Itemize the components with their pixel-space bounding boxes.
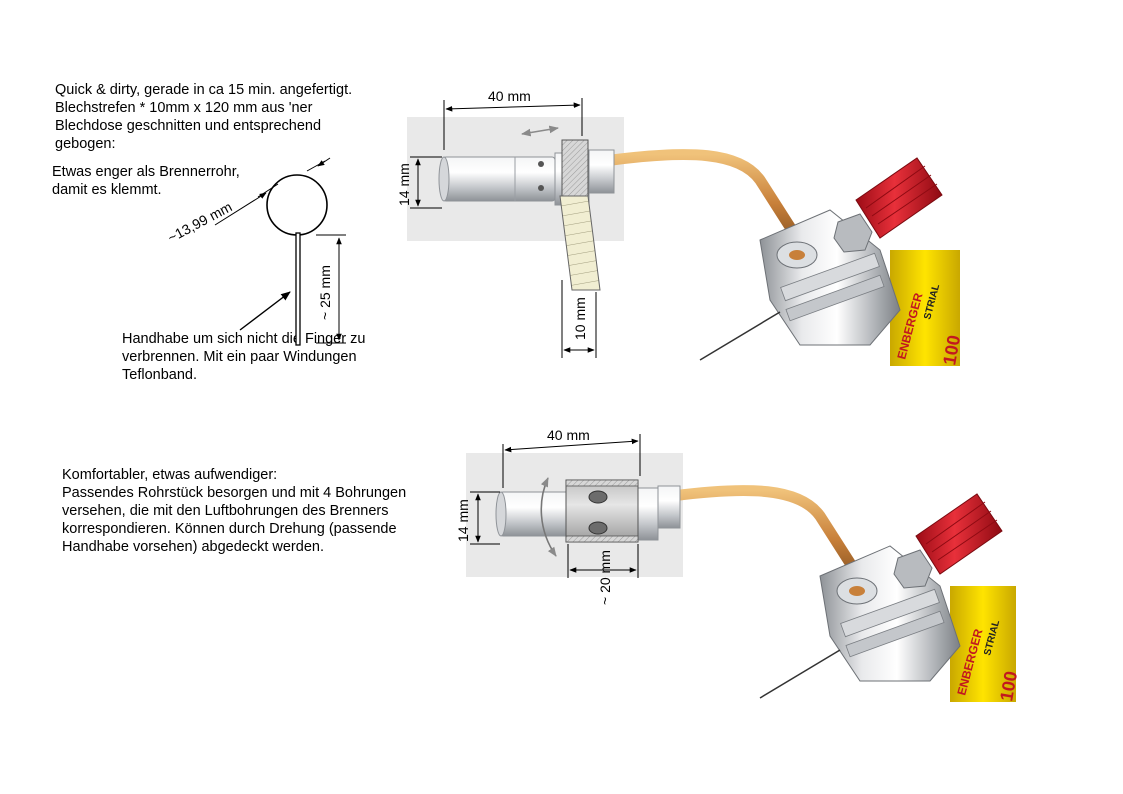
burner-photo-top: ENBERGER STRIAL 100 [407, 117, 964, 367]
top-length-label: 40 mm [488, 88, 531, 104]
clamp-strip [561, 139, 589, 197]
bottom-length-label: 40 mm [547, 427, 590, 443]
ring-diameter-label: ~13,99 mm [165, 198, 235, 245]
teflon-handle [559, 195, 601, 291]
intro-text-top: Quick & dirty, gerade in ca 15 min. ange… [55, 82, 353, 152]
top-diameter-label: 14 mm [396, 163, 412, 206]
sleeve-hole [588, 521, 608, 535]
bottom-dimensions: 40 mm 14 mm ~ 20 mm [455, 427, 641, 605]
cartridge-number-text: 100 [939, 334, 964, 367]
bottom-sleeve-label: ~ 20 mm [597, 550, 613, 605]
ring-sketch: ~13,99 mm ~ 25 mm [165, 157, 346, 346]
gas-cartridge [890, 250, 960, 366]
handle-length-label: ~ 25 mm [317, 265, 333, 320]
red-control-knob [855, 157, 943, 239]
cartridge-number-text: 100 [996, 670, 1021, 703]
top-strip-width-label: 10 mm [572, 297, 588, 340]
clamp-ring [266, 174, 328, 236]
burner-nozzle [499, 491, 571, 537]
brass-tube [606, 149, 812, 258]
tighter-note: Etwas enger als Brennerrohr, damit es kl… [52, 164, 240, 198]
bottom-diameter-label: 14 mm [455, 499, 471, 542]
brass-tube [666, 485, 872, 594]
rotation-arrow [540, 477, 557, 557]
sleeve-hole [588, 490, 608, 504]
burner-photo-bottom: ENBERGER STRIAL 100 [466, 453, 1021, 703]
top-dimensions: 40 mm 14 mm 10 mm [396, 88, 597, 358]
red-control-knob [915, 493, 1003, 575]
gas-cartridge [950, 586, 1016, 702]
handle-strip [295, 232, 301, 346]
intro-text-bottom: Komfortabler, etwas aufwendiger: Passend… [62, 467, 407, 555]
